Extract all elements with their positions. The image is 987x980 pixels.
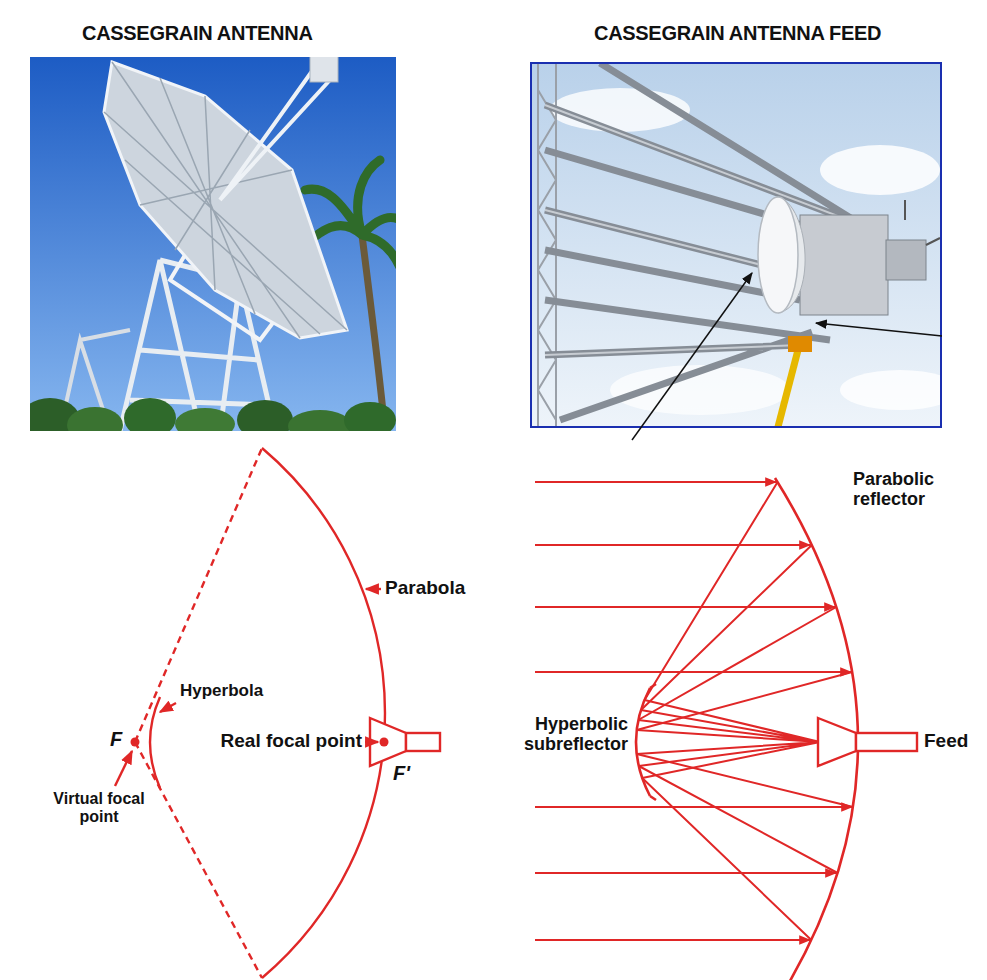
- feed-photo: [531, 63, 941, 427]
- part-label: Hyperbola: [180, 682, 263, 701]
- part-label: Hyperbolic subreflector: [498, 715, 628, 755]
- geometry-diagram: [115, 448, 440, 978]
- photo-heading: CASSEGRAIN ANTENNA FEED: [594, 22, 881, 44]
- leader-arrow: [816, 323, 942, 336]
- antenna-photo: [30, 57, 396, 431]
- part-label: Parabola: [385, 578, 465, 599]
- part-label: Parabolic reflector: [853, 470, 968, 510]
- photo-heading: CASSEGRAIN ANTENNA: [82, 22, 313, 44]
- leader-arrow: [632, 273, 752, 440]
- point-label: Real focal point: [221, 731, 362, 752]
- part-label: Feed: [924, 731, 968, 752]
- point-label: Virtual focal point: [40, 790, 158, 825]
- point-symbol: F: [110, 728, 122, 750]
- point-symbol: F': [393, 762, 410, 784]
